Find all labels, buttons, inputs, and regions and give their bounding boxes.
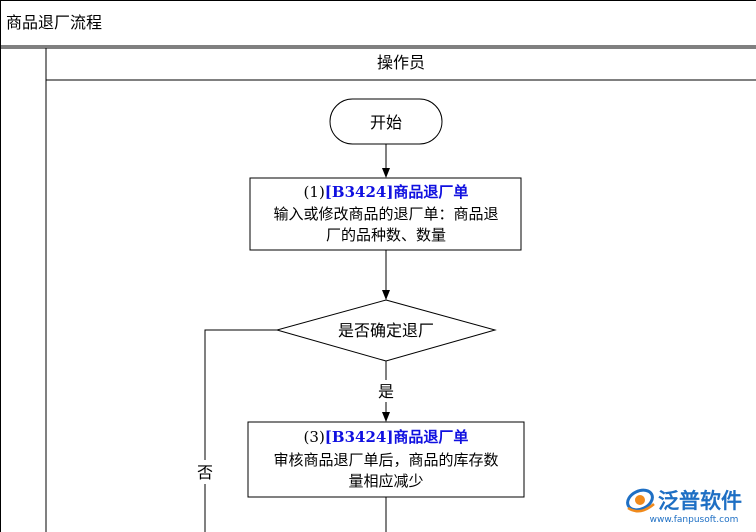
step1-desc-line1: 输入或修改商品的退厂单：商品退	[273, 205, 498, 223]
no-label: 否	[197, 463, 213, 482]
step1-process-box	[249, 177, 522, 251]
step3-desc-line1: 审核商品退厂单后，商品的库存数	[273, 451, 498, 469]
step1-code-link[interactable]: [B3424]	[325, 183, 394, 201]
fanpu-logo-icon	[626, 488, 655, 513]
fanpu-watermark: 泛普软件 www.fanpusoft.com	[626, 488, 742, 525]
step1-heading: (1)[B3424]商品退厂单	[304, 183, 469, 201]
step3-desc-line2: 量相应减少	[348, 472, 423, 490]
step1-name-link[interactable]: 商品退厂单	[393, 183, 468, 201]
step1-number: (1)	[304, 183, 325, 201]
step3-number: (3)	[304, 428, 325, 446]
lane-header-operator: 操作员	[377, 53, 425, 72]
decision-label: 是否确定退厂	[338, 321, 434, 340]
step3-heading: (3)[B3424]商品退厂单	[304, 428, 469, 446]
step1-desc-line2: 厂的品种数、数量	[326, 226, 446, 244]
diagram-title: 商品退厂流程	[6, 13, 102, 32]
step3-name-link[interactable]: 商品退厂单	[393, 428, 468, 446]
yes-label: 是	[378, 382, 394, 401]
start-label: 开始	[370, 113, 402, 132]
step3-code-link[interactable]: [B3424]	[325, 428, 394, 446]
watermark-url: www.fanpusoft.com	[650, 515, 739, 525]
no-label-bg	[194, 460, 216, 484]
watermark-brand: 泛普软件	[658, 489, 742, 513]
yes-label-bg	[374, 380, 398, 402]
step3-process-box	[247, 421, 525, 498]
